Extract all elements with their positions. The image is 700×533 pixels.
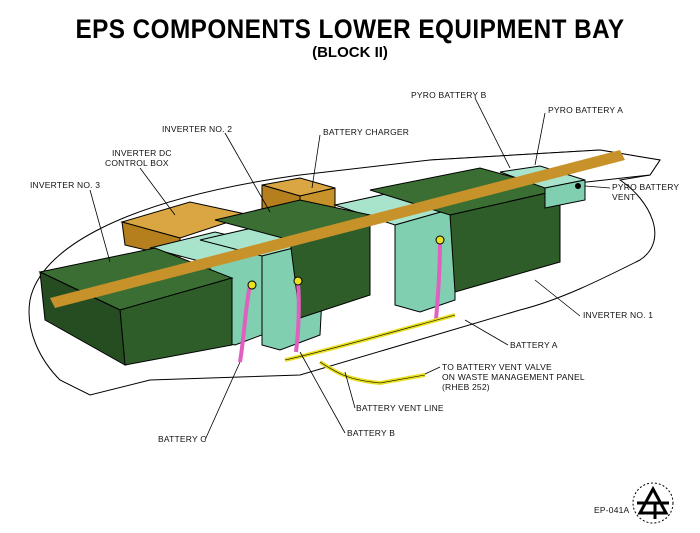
label-vent-valve-1: TO BATTERY VENT VALVE <box>442 362 552 372</box>
label-inverter-3: INVERTER NO. 3 <box>30 180 101 190</box>
label-vent-valve-3: (RHEB 252) <box>442 382 490 392</box>
label-battery-charger: BATTERY CHARGER <box>323 127 410 137</box>
label-pyro-vent-1: PYRO BATTERY <box>612 182 680 192</box>
label-vent-valve-2: ON WASTE MANAGEMENT PANEL <box>442 372 585 382</box>
label-pyro-battery-b: PYRO BATTERY B <box>411 90 487 100</box>
battery-hose <box>434 239 442 321</box>
diagram-title: EPS COMPONENTS LOWER EQUIPMENT BAY <box>75 14 625 44</box>
label-inverter-2: INVERTER NO. 2 <box>162 124 233 134</box>
label-inverter-dc-1: INVERTER DC <box>112 148 172 158</box>
label-pyro-battery-a: PYRO BATTERY A <box>548 105 624 115</box>
label-battery-c: BATTERY C <box>158 434 207 444</box>
label-pyro-vent-2: VENT <box>612 192 636 202</box>
equipment-bay-stripe <box>50 150 625 308</box>
label-inverter-dc-2: CONTROL BOX <box>105 158 169 168</box>
label-battery-b: BATTERY B <box>347 428 396 438</box>
battery-hose <box>238 284 252 363</box>
battery-hose <box>294 281 301 353</box>
apollo-logistics-logo <box>632 482 674 524</box>
label-battery-a: BATTERY A <box>510 340 558 350</box>
figure-id: EP-041A <box>594 505 630 515</box>
leader-lines <box>89 97 611 441</box>
diagram-subtitle: (BLOCK II) <box>312 44 388 61</box>
label-inverter-1: INVERTER NO. 1 <box>583 310 654 320</box>
label-battery-vent-line: BATTERY VENT LINE <box>356 403 444 413</box>
